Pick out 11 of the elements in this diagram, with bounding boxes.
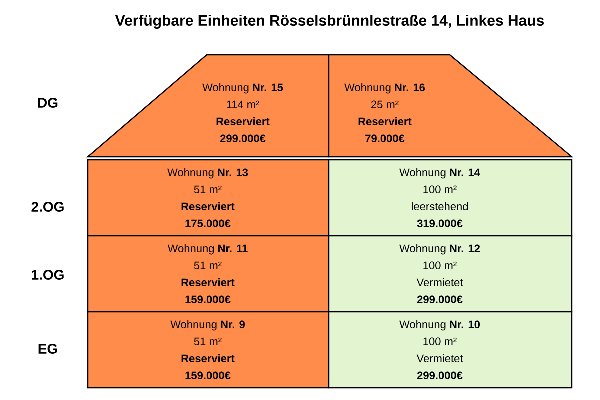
floor-label: EG	[38, 344, 58, 354]
floor-label: 1.OG	[32, 270, 64, 280]
floor-label: DG	[38, 98, 58, 108]
apartment-box: Wohnung Nr. 9 51 m² Reserviert 159.000€	[87, 311, 330, 389]
apartment-box: Wohnung Nr. 13 51 m² Reserviert 175.000€	[87, 159, 330, 237]
floor-label: 2.OG	[32, 202, 64, 212]
apartment-box: Wohnung Nr. 11 51 m² Reserviert 159.000€	[87, 235, 330, 313]
apartment-box: Wohnung Nr. 12 100 m² Vermietet 299.000€	[328, 235, 573, 313]
title: Verfügbare Einheiten Rösselsbrünnlestraße 14, Linkes Haus	[115, 14, 544, 30]
apartment-box: Wohnung Nr. 10 100 m² Vermietet 299.000€	[328, 311, 573, 389]
apartment-box: Wohnung Nr. 14 100 m² leerstehend 319.000€	[328, 159, 573, 237]
